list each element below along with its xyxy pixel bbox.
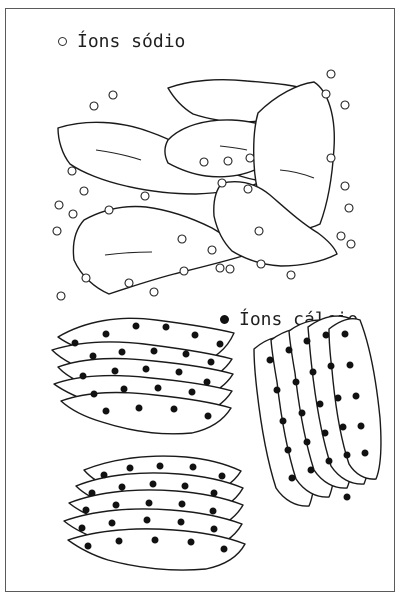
legend-calcium-label: Íons cálcio <box>239 309 358 330</box>
legend-sodium: Íons sódio <box>58 31 185 52</box>
figure-frame <box>5 8 395 592</box>
open-circle-icon <box>58 37 67 46</box>
legend-sodium-label: Íons sódio <box>77 31 185 52</box>
legend-calcium: Íons cálcio <box>220 309 358 330</box>
filled-circle-icon <box>220 315 229 324</box>
